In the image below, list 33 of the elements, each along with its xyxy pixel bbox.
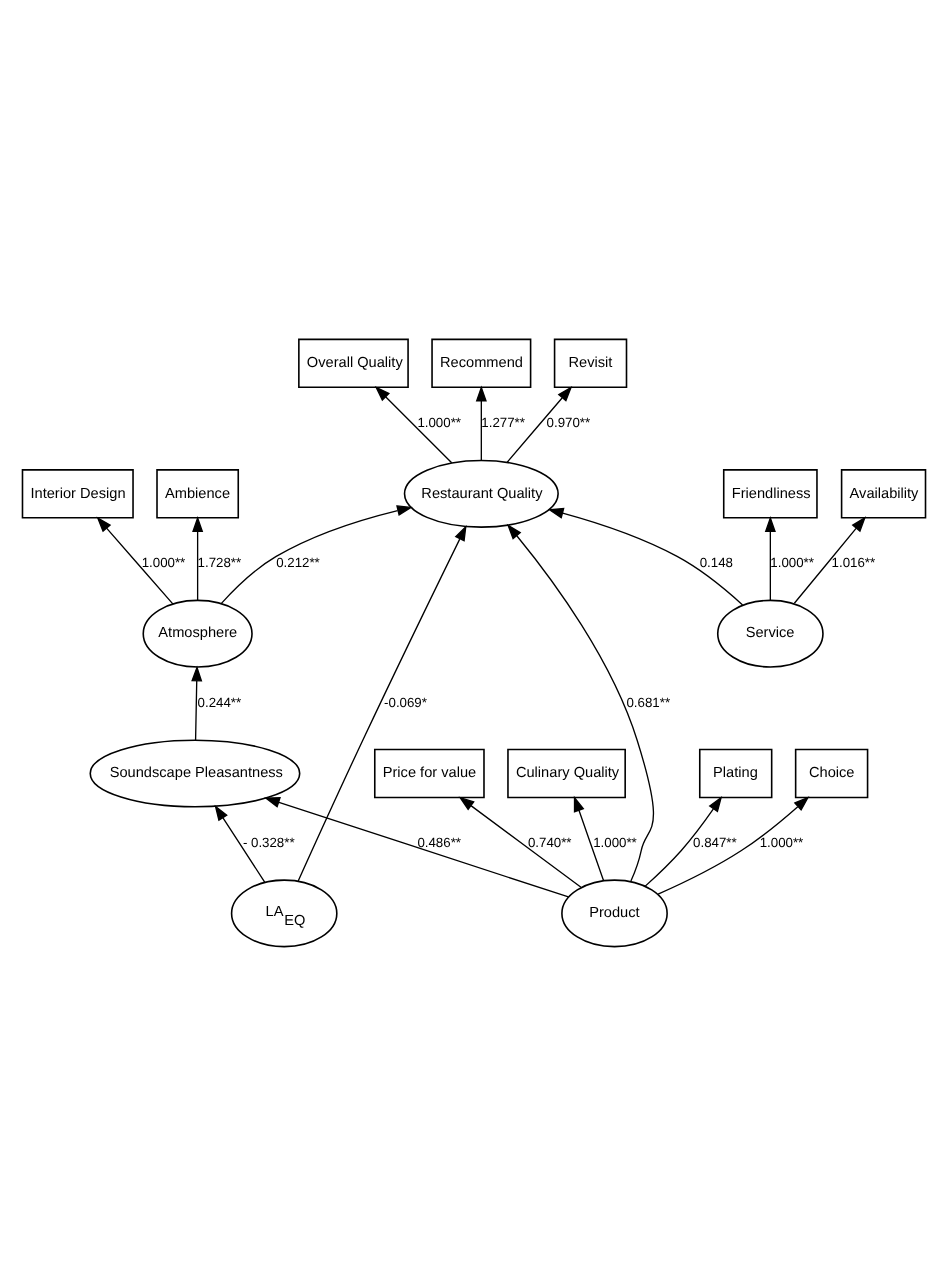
node-ellipse: Atmosphere	[142, 599, 253, 668]
node-box: Culinary Quality	[507, 748, 626, 799]
arrow	[506, 523, 655, 882]
node-box: Recommend	[431, 338, 532, 389]
arrow	[764, 516, 776, 601]
node-box: Friendliness	[722, 469, 818, 519]
arrow	[220, 505, 413, 605]
arrow	[96, 516, 174, 605]
node-box: Ambience	[156, 469, 240, 519]
arrow	[644, 796, 723, 887]
arrow	[264, 797, 570, 898]
node-box: Revisit	[553, 338, 628, 389]
arrow	[657, 796, 810, 895]
arrow	[192, 516, 204, 601]
arrow	[297, 524, 467, 882]
node-ellipse: Restaurant Quality	[403, 459, 559, 528]
arrow	[547, 507, 744, 606]
arrow	[458, 796, 582, 888]
arrow	[793, 516, 867, 604]
arrow	[506, 386, 573, 463]
arrow	[214, 804, 266, 883]
arrow	[191, 665, 203, 741]
node-ellipse: Service	[716, 599, 824, 668]
arrow	[374, 385, 453, 464]
arrow	[573, 795, 605, 882]
node-box: Interior Design	[21, 469, 134, 519]
node-ellipse: Product	[561, 879, 668, 948]
node-box: Plating	[698, 748, 773, 799]
node-box: Choice	[794, 748, 869, 799]
node-box: Price for value	[373, 748, 485, 799]
node-box: Availability	[840, 469, 927, 519]
arrow	[475, 385, 487, 461]
node-box: Overall Quality	[298, 338, 409, 389]
